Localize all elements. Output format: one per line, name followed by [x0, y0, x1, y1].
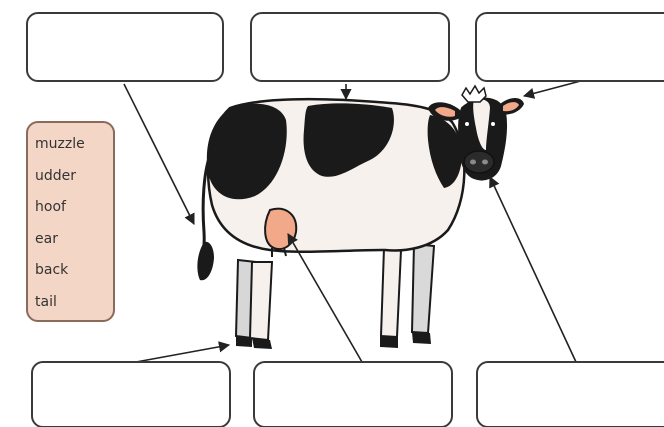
label-box-bottom-center[interactable] — [253, 361, 453, 427]
cow-back-legs — [236, 260, 272, 349]
label-box-top-right[interactable] — [475, 12, 664, 82]
arrow-to-tail — [124, 84, 194, 224]
word-udder[interactable]: udder — [35, 161, 113, 193]
arrow-to-udder — [288, 234, 362, 362]
arrow-to-hoof — [136, 345, 229, 362]
word-list: muzzle udder hoof ear back tail — [35, 129, 113, 318]
word-muzzle[interactable]: muzzle — [35, 129, 113, 161]
word-back[interactable]: back — [35, 255, 113, 287]
cow-front-legs — [380, 244, 434, 348]
label-box-top-left[interactable] — [26, 12, 224, 82]
label-box-top-center[interactable] — [250, 12, 450, 82]
word-hoof[interactable]: hoof — [35, 192, 113, 224]
arrow-to-muzzle — [490, 177, 576, 362]
word-bank: muzzle udder hoof ear back tail — [26, 121, 115, 322]
label-box-bottom-right[interactable] — [476, 361, 664, 427]
cow-body — [207, 99, 465, 252]
word-tail[interactable]: tail — [35, 287, 113, 319]
label-box-bottom-left[interactable] — [31, 361, 231, 427]
word-ear[interactable]: ear — [35, 224, 113, 256]
